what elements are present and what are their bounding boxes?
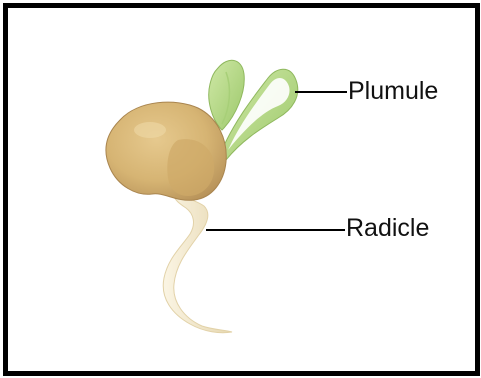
- radicle-root: [163, 190, 232, 333]
- seed-body: [106, 102, 226, 200]
- radicle-label: Radicle: [346, 216, 429, 241]
- plumule-label: Plumule: [348, 79, 438, 104]
